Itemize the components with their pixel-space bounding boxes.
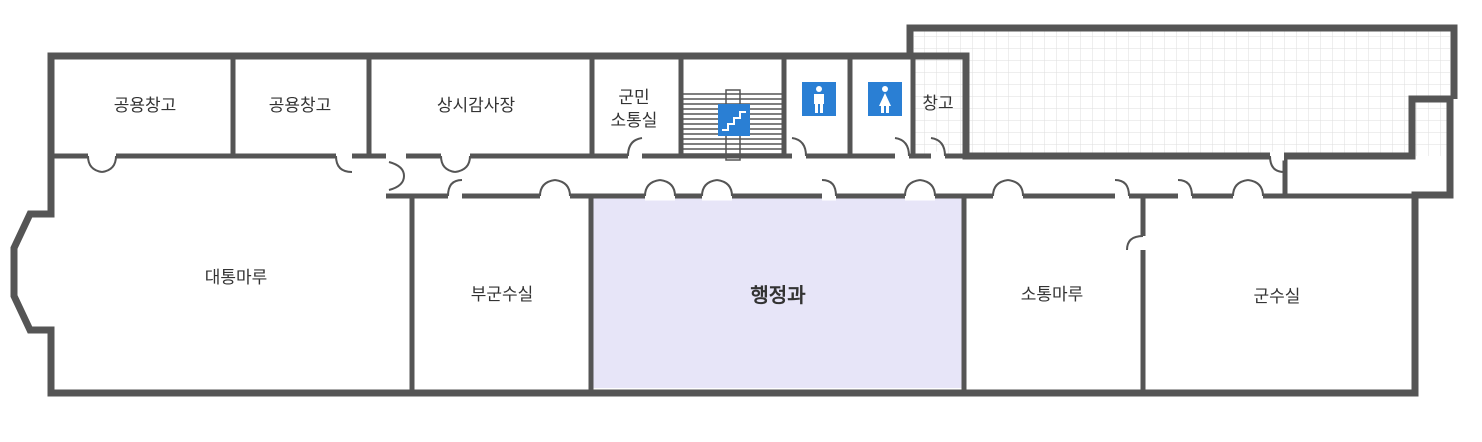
room-label-governor-office: 군수실 bbox=[1254, 287, 1301, 307]
stairs-icon bbox=[718, 104, 750, 136]
outer-wall bbox=[10, 52, 1454, 397]
room-label-citizen-room-line1: 군민 bbox=[618, 88, 649, 108]
admin-dept-highlight bbox=[592, 198, 964, 388]
room-label-storage-a: 공용창고 bbox=[114, 96, 177, 116]
room-label-admin-dept: 행정과 bbox=[750, 283, 806, 307]
male-restroom-icon bbox=[802, 82, 836, 116]
room-label-main-hall: 대통마루 bbox=[205, 268, 268, 288]
room-label-citizen-room-line2: 소통실 bbox=[611, 111, 658, 131]
roof-terrace bbox=[914, 28, 1450, 156]
female-restroom-icon bbox=[868, 82, 902, 116]
room-label-audit-room: 상시감사장 bbox=[437, 96, 516, 116]
terrace-wall bbox=[906, 24, 1458, 99]
room-label-comm-hall: 소통마루 bbox=[1021, 285, 1084, 305]
room-label-storage-b: 공용창고 bbox=[269, 96, 332, 116]
room-label-storage-small: 창고 bbox=[922, 94, 953, 114]
doors bbox=[87, 137, 1285, 251]
room-label-deputy-office: 부군수실 bbox=[471, 285, 534, 305]
